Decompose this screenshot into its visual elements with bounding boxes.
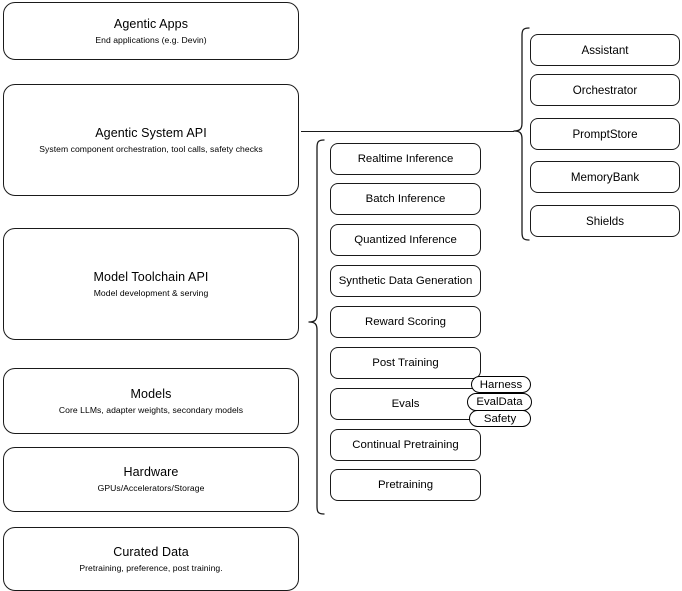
layer-box-hardware[interactable]: Hardware GPUs/Accelerators/Storage <box>3 447 299 512</box>
layer-subtitle: Pretraining, preference, post training. <box>79 562 223 573</box>
pill-safety[interactable]: Safety <box>469 410 531 427</box>
layer-box-curated-data[interactable]: Curated Data Pretraining, preference, po… <box>3 527 299 591</box>
layer-subtitle: Core LLMs, adapter weights, secondary mo… <box>58 404 244 415</box>
layer-title: Agentic Apps <box>113 16 189 31</box>
pill-harness[interactable]: Harness <box>471 376 531 393</box>
system-component-label: Shields <box>585 214 625 228</box>
system-component-label: Assistant <box>581 43 629 57</box>
layer-title: Models <box>130 386 172 401</box>
brace-system-components <box>513 27 530 241</box>
component-box-continual-pretraining[interactable]: Continual Pretraining <box>330 429 481 461</box>
layer-title: Model Toolchain API <box>93 269 209 284</box>
component-box-evals[interactable]: Evals <box>330 388 481 420</box>
connector-line-system-api-to-components <box>301 131 514 133</box>
pill-label: Safety <box>483 412 517 425</box>
system-component-label: PromptStore <box>572 127 638 141</box>
component-box-reward-scoring[interactable]: Reward Scoring <box>330 306 481 338</box>
component-label: Reward Scoring <box>364 316 447 328</box>
component-label: Continual Pretraining <box>352 439 459 451</box>
layer-box-models[interactable]: Models Core LLMs, adapter weights, secon… <box>3 368 299 434</box>
layer-title: Curated Data <box>113 544 189 559</box>
layer-box-model-toolchain-api[interactable]: Model Toolchain API Model development & … <box>3 228 299 340</box>
component-box-pretraining[interactable]: Pretraining <box>330 469 481 501</box>
layer-subtitle: System component orchestration, tool cal… <box>39 143 263 154</box>
layer-subtitle: Model development & serving <box>93 287 209 298</box>
component-box-synthetic-data-generation[interactable]: Synthetic Data Generation <box>330 265 481 297</box>
component-box-realtime-inference[interactable]: Realtime Inference <box>330 143 481 175</box>
system-component-box-promptstore[interactable]: PromptStore <box>530 118 680 150</box>
pill-label: EvalData <box>476 396 523 408</box>
system-component-box-assistant[interactable]: Assistant <box>530 34 680 66</box>
component-label: Batch Inference <box>365 193 446 205</box>
system-component-box-orchestrator[interactable]: Orchestrator <box>530 74 680 106</box>
layer-title: Agentic System API <box>95 125 207 140</box>
layer-title: Hardware <box>123 465 179 479</box>
component-label: Synthetic Data Generation <box>338 275 473 287</box>
layer-subtitle: End applications (e.g. Devin) <box>95 34 207 45</box>
layer-box-agentic-system-api[interactable]: Agentic System API System component orch… <box>3 84 299 196</box>
brace-toolchain-components <box>308 139 325 515</box>
component-box-post-training[interactable]: Post Training <box>330 347 481 379</box>
system-component-label: Orchestrator <box>572 83 638 97</box>
layer-box-agentic-apps[interactable]: Agentic Apps End applications (e.g. Devi… <box>3 2 299 60</box>
component-box-quantized-inference[interactable]: Quantized Inference <box>330 224 481 256</box>
component-label: Post Training <box>372 357 439 369</box>
pill-label: Harness <box>479 378 523 391</box>
component-label: Quantized Inference <box>354 234 457 246</box>
system-component-box-memorybank[interactable]: MemoryBank <box>530 161 680 193</box>
pill-evaldata[interactable]: EvalData <box>467 393 532 411</box>
system-component-label: MemoryBank <box>570 170 640 184</box>
system-component-box-shields[interactable]: Shields <box>530 205 680 237</box>
component-box-batch-inference[interactable]: Batch Inference <box>330 183 481 215</box>
component-label: Evals <box>391 398 420 410</box>
component-label: Pretraining <box>377 479 434 491</box>
component-label: Realtime Inference <box>357 153 454 165</box>
layer-subtitle: GPUs/Accelerators/Storage <box>97 483 205 493</box>
